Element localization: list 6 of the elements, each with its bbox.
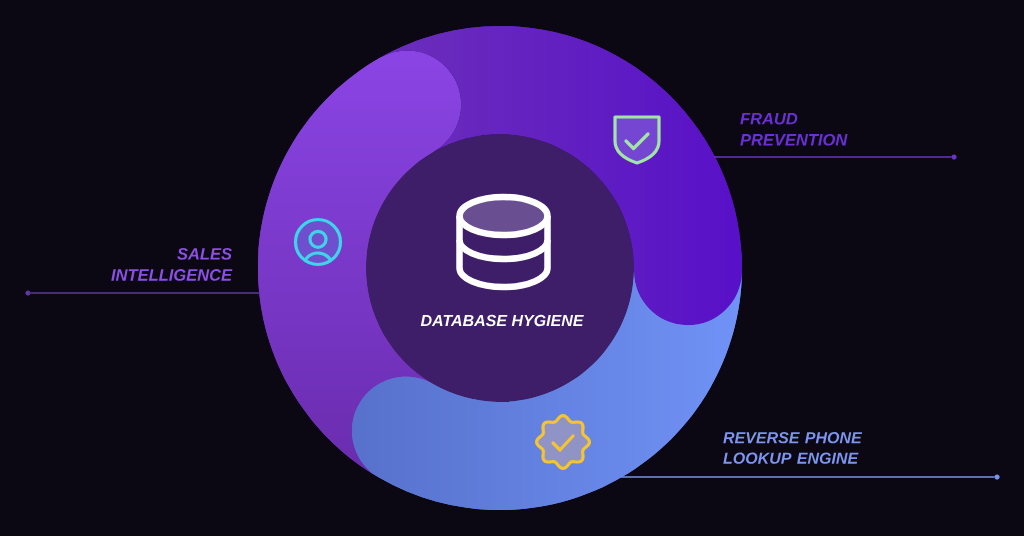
- leader-line: [620, 476, 996, 478]
- edge-label: REVERSE PHONE LOOKUP ENGINE: [723, 432, 865, 464]
- leader-line: [29, 292, 261, 294]
- edge-label: SALES INTELLIGENCE: [108, 248, 233, 281]
- leader-line: [713, 156, 953, 158]
- edge-label: FRAUD PREVENTION: [740, 113, 852, 146]
